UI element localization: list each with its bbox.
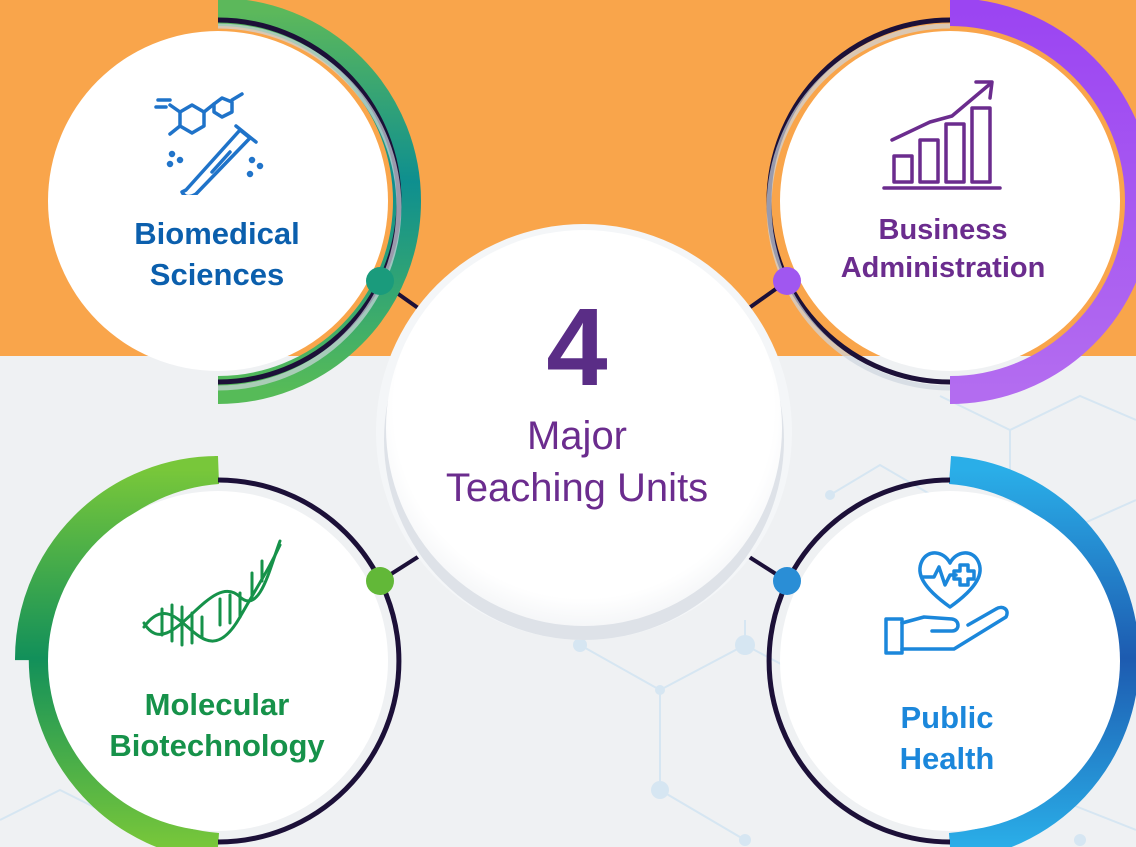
heart-in-hand-icon <box>884 551 1009 655</box>
public-health-label: Public Health <box>822 697 1072 779</box>
business-line-1: Business <box>878 214 1008 246</box>
biomedical-line-1: Biomedical <box>134 216 300 251</box>
molecular-biotechnology-node <box>14 456 402 847</box>
molecular-biotechnology-label: Molecular Biotechnology <box>82 684 352 766</box>
test-tube-molecule-icon <box>154 92 264 195</box>
dna-helix-icon <box>142 539 282 647</box>
molecular-line-2: Biotechnology <box>109 728 325 763</box>
public-health-line-1: Public <box>900 700 994 735</box>
connector-dot-business <box>773 267 801 295</box>
center-number: 4 <box>546 286 608 409</box>
connector-dot-public-health <box>773 567 801 595</box>
biomedical-sciences-node <box>48 0 421 404</box>
molecular-line-1: Molecular <box>144 687 290 722</box>
connector-dot-molecular <box>366 567 394 595</box>
center-hub <box>376 224 792 640</box>
public-health-line-2: Health <box>899 741 995 776</box>
public-health-node <box>766 456 1136 847</box>
biomedical-line-2: Sciences <box>149 257 285 292</box>
bar-chart-growth-icon <box>882 80 1002 190</box>
center-title-line-1: Major <box>526 414 628 458</box>
center-title: Major Teaching Units <box>412 410 742 514</box>
business-administration-label: Business Administration <box>818 211 1068 287</box>
business-line-2: Administration <box>840 252 1046 284</box>
business-administration-node <box>766 0 1136 404</box>
connector-dot-biomedical <box>366 267 394 295</box>
biomedical-sciences-label: Biomedical Sciences <box>92 213 342 295</box>
center-title-line-2: Teaching Units <box>445 466 709 510</box>
